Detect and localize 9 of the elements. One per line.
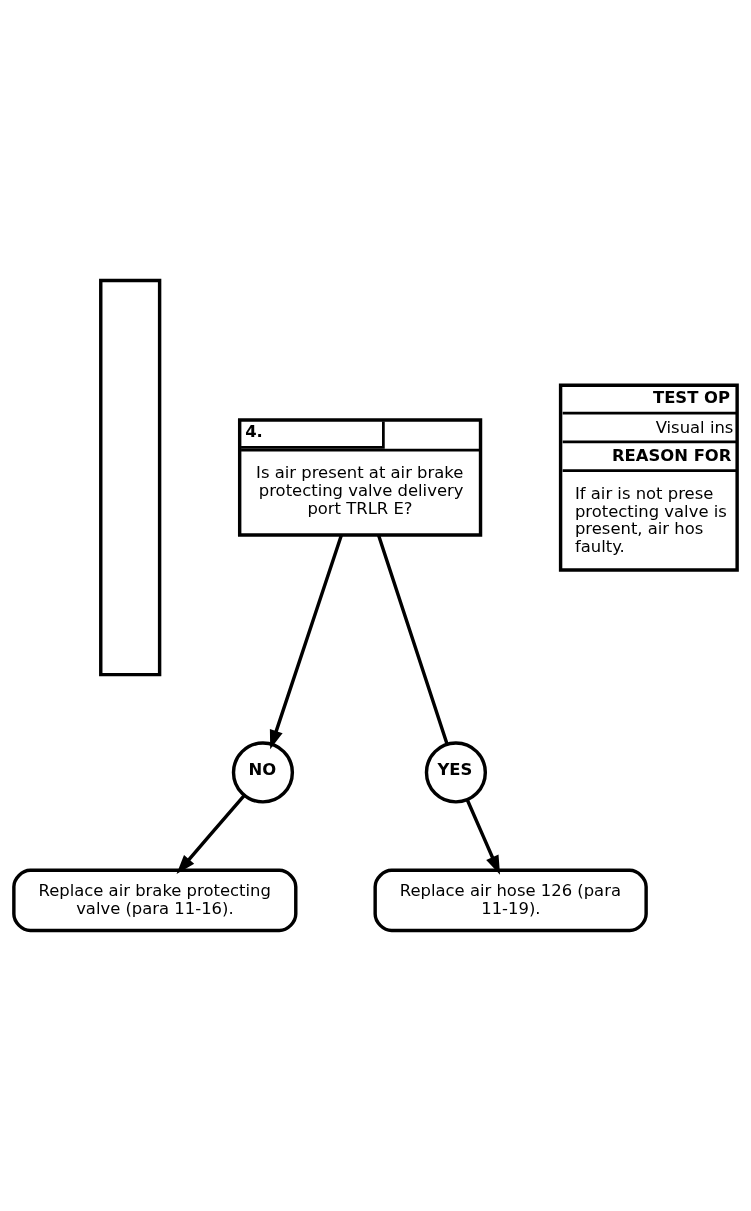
arrow [176,794,246,874]
node-box: Replace air hose 126 (para 11-19). [373,868,648,933]
node-circle: YES [424,741,488,804]
node-box [99,278,162,677]
arrow [465,799,501,875]
node-circle: NO [231,741,295,804]
connector [376,534,449,745]
node-box: Replace air brake protecting valve (para 11-16). [12,868,298,933]
arrow [269,534,343,750]
